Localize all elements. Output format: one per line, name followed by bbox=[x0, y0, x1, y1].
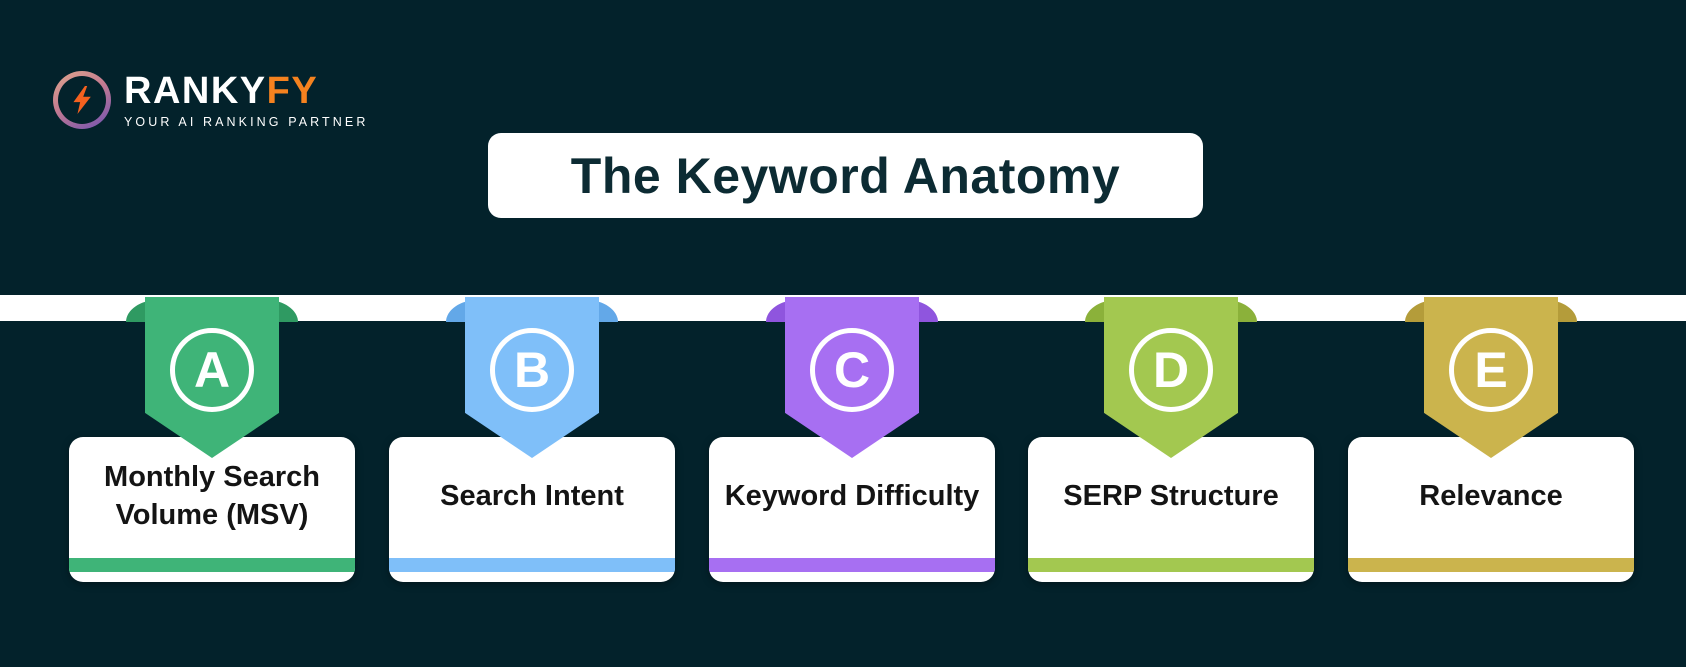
card-accent-strip bbox=[69, 558, 355, 572]
card-accent-strip bbox=[1348, 558, 1634, 572]
badge-letter: E bbox=[1474, 342, 1508, 398]
badge-letter: B bbox=[513, 342, 551, 398]
ribbon-marker-b-icon: B bbox=[465, 297, 599, 458]
factor-label: Monthly Search Volume (MSV) bbox=[104, 460, 320, 531]
ribbon-marker-c-icon: C bbox=[785, 297, 919, 458]
page-title: The Keyword Anatomy bbox=[570, 147, 1121, 204]
lightning-bolt-glyph bbox=[73, 86, 91, 114]
factor-label: SERP Structure bbox=[1063, 479, 1279, 512]
keyword-factor-search-intent: B Search Intent bbox=[389, 0, 675, 667]
ribbon-marker-d-icon: D bbox=[1104, 297, 1238, 458]
badge-letter: C bbox=[833, 342, 871, 398]
keyword-factor-msv: A Monthly Search Volume (MSV) bbox=[69, 0, 355, 667]
keyword-factor-difficulty: C Keyword Difficulty bbox=[709, 0, 995, 667]
keyword-factor-serp: D SERP Structure bbox=[1028, 0, 1314, 667]
letter-badge-b: B bbox=[490, 328, 574, 412]
brand-logo: RANKY FY YOUR AI RANKING PARTNER bbox=[53, 71, 368, 129]
brand-text-block: RANKY FY YOUR AI RANKING PARTNER bbox=[124, 72, 368, 129]
ribbon-marker-e-icon: E bbox=[1424, 297, 1558, 458]
factor-card-msv: Monthly Search Volume (MSV) bbox=[69, 437, 355, 582]
factor-card-search-intent: Search Intent bbox=[389, 437, 675, 582]
brand-name-accent: FY bbox=[266, 69, 319, 112]
brand-tagline: YOUR AI RANKING PARTNER bbox=[124, 114, 369, 129]
badge-letter: D bbox=[1152, 342, 1190, 398]
brand-name-primary: RANKY bbox=[124, 69, 267, 112]
letter-badge-d: D bbox=[1129, 328, 1213, 412]
factor-label: Relevance bbox=[1419, 479, 1563, 512]
keyword-factor-relevance: E Relevance bbox=[1348, 0, 1634, 667]
card-accent-strip bbox=[709, 558, 995, 572]
letter-badge-c: C bbox=[810, 328, 894, 412]
page-title-box: The Keyword Anatomy bbox=[488, 133, 1203, 218]
letter-badge-a: A bbox=[170, 328, 254, 412]
letter-badge-e: E bbox=[1449, 328, 1533, 412]
factor-card-relevance: Relevance bbox=[1348, 437, 1634, 582]
factor-card-serp: SERP Structure bbox=[1028, 437, 1314, 582]
lightning-bolt-icon bbox=[53, 71, 111, 129]
ribbon-marker-a-icon: A bbox=[145, 297, 279, 458]
card-accent-strip bbox=[1028, 558, 1314, 572]
card-accent-strip bbox=[389, 558, 675, 572]
badge-letter: A bbox=[193, 342, 231, 398]
factor-label: Search Intent bbox=[440, 479, 624, 512]
factor-label: Keyword Difficulty bbox=[724, 479, 980, 512]
brand-name: RANKY FY bbox=[124, 72, 368, 110]
factor-card-difficulty: Keyword Difficulty bbox=[709, 437, 995, 582]
